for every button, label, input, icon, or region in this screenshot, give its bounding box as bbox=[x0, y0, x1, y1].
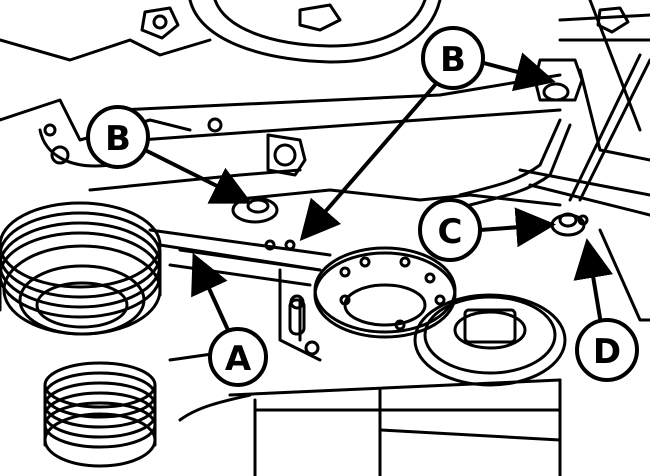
callout-c-label: C bbox=[438, 212, 463, 252]
callout-a-label: A bbox=[225, 339, 252, 379]
callout-b-left: B bbox=[86, 105, 150, 169]
crank-pulley bbox=[0, 201, 162, 336]
fasteners bbox=[43, 3, 630, 356]
callout-b-left-label: B bbox=[105, 119, 131, 159]
drive-belt bbox=[148, 118, 572, 272]
callout-arrows bbox=[143, 52, 613, 332]
callout-b-top: B bbox=[421, 26, 485, 90]
callout-b-top-label: B bbox=[440, 40, 466, 80]
arrow-a bbox=[191, 252, 230, 332]
callout-c-circle bbox=[418, 198, 482, 262]
callout-c: C bbox=[418, 198, 482, 262]
arrow-c bbox=[478, 207, 556, 248]
alternator-pulley bbox=[413, 293, 567, 387]
arrow-b-left bbox=[143, 148, 253, 204]
callout-d-label: D bbox=[593, 332, 621, 372]
arrow-b-top-down bbox=[299, 83, 437, 242]
callout-b-top-circle bbox=[421, 26, 485, 90]
callout-a-circle bbox=[208, 327, 268, 387]
arrow-b-top-right bbox=[478, 52, 556, 92]
callout-b-left-circle bbox=[86, 105, 150, 169]
callout-a: A bbox=[208, 327, 268, 387]
callout-d: D bbox=[575, 318, 639, 382]
idler-pulley-lower bbox=[43, 361, 157, 468]
arrow-d bbox=[573, 238, 613, 320]
center-pulley bbox=[313, 246, 457, 339]
callout-d-circle bbox=[575, 318, 639, 382]
